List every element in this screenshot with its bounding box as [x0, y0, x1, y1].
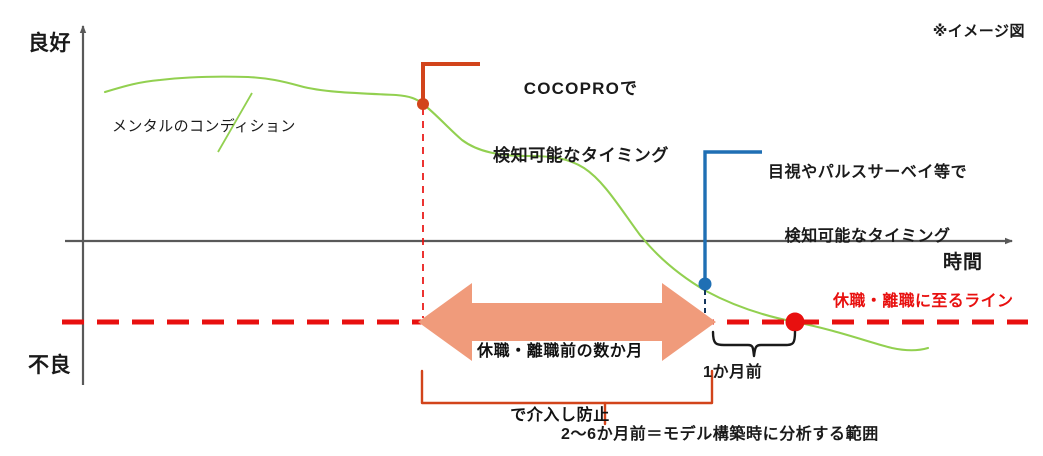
threshold-line-label: 休職・離職に至るライン	[833, 293, 1014, 310]
x-axis-label: 時間	[943, 252, 984, 273]
one-month-label: 1か月前	[703, 364, 763, 381]
cocopro-detection-point-marker	[417, 98, 429, 110]
pulse-callout-text: 目視やパルスサーベイ等で 検知可能なタイミング	[768, 120, 967, 289]
pulse-callout-line2: 検知可能なタイミング	[784, 227, 951, 245]
cocopro-callout-connector	[421, 62, 480, 104]
intervention-arrow-line2: で介入し防止	[510, 406, 610, 424]
cocopro-callout-line1: COCOPROで	[523, 78, 639, 98]
cocopro-callout-line2: 検知可能なタイミング	[493, 146, 669, 166]
y-axis-top-label: 良好	[28, 32, 71, 55]
analysis-range-label: 2〜6か月前＝モデル構築時に分析する範囲	[561, 426, 879, 443]
intervention-double-arrow	[418, 283, 716, 361]
y-axis-bottom-label: 不良	[28, 354, 71, 377]
one-month-brace	[711, 330, 797, 358]
leave-threshold-crossing-marker	[785, 312, 805, 332]
cocopro-callout-text: COCOPROで 検知可能なタイミング	[493, 33, 669, 213]
intervention-arrow-text: 休職・離職前の数か月 で介入し防止	[477, 299, 643, 456]
analysis-range-bracket	[420, 369, 714, 405]
pulse-detection-point-marker	[698, 277, 712, 291]
image-disclaimer-note: ※イメージ図	[932, 23, 1025, 40]
series-label-leader	[217, 92, 253, 153]
pulse-callout-line1: 目視やパルスサーベイ等で	[768, 164, 968, 182]
pulse-callout-connector	[703, 150, 762, 284]
axis-group	[65, 25, 1013, 385]
series-label-mental-condition: メンタルのコンディション	[112, 118, 296, 135]
intervention-arrow-line1: 休職・離職前の数か月	[477, 343, 644, 361]
